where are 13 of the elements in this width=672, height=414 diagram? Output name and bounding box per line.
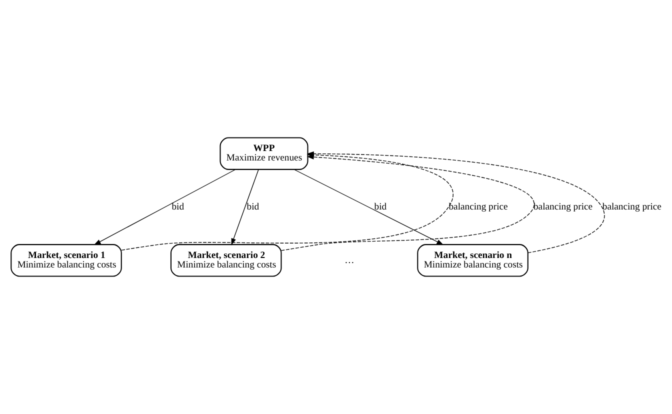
arrow <box>280 154 534 251</box>
node-box: Market, scenario n Minimize balancing costs <box>417 244 528 277</box>
edge-label: balancing price <box>533 202 593 213</box>
edge-label: bid <box>172 202 184 213</box>
node-box: Market, scenario 1 Minimize balancing costs <box>10 244 122 277</box>
label: … <box>344 254 354 266</box>
node-box: Market, scenario 2 Minimize balancing costs <box>170 244 282 277</box>
node-box: WPP Maximize revenues <box>220 137 308 170</box>
edge-label: bid <box>246 202 260 213</box>
edge-label: balancing price <box>602 202 662 213</box>
edge-label: balancing price <box>448 202 508 213</box>
arrow <box>294 169 444 245</box>
edge-label: bid <box>374 202 387 213</box>
